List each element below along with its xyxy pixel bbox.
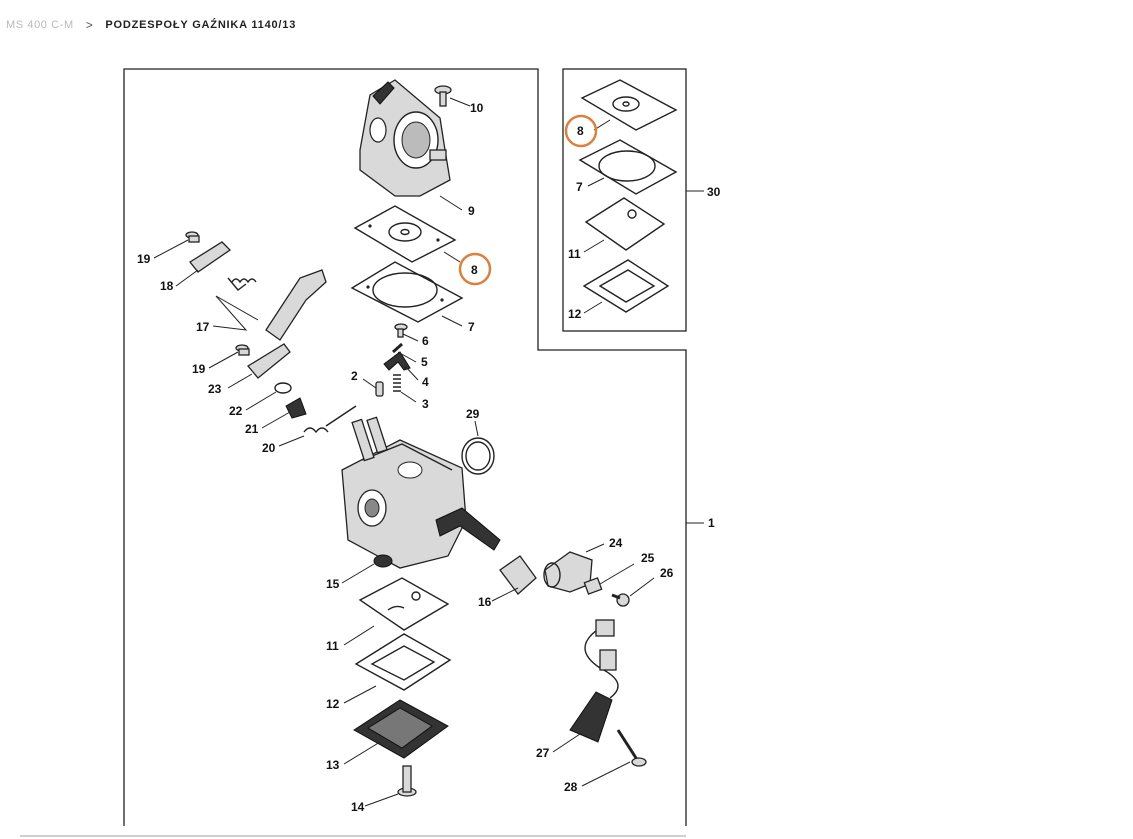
- callout-11[interactable]: 11: [326, 639, 339, 653]
- callout-30[interactable]: 30: [707, 185, 721, 199]
- part-28-screw: [616, 729, 647, 767]
- callout-15[interactable]: 15: [326, 577, 340, 591]
- breadcrumb: MS 400 C-M > PODZESPOŁY GAŹNIKA 1140/13: [6, 16, 296, 34]
- callout-23[interactable]: 23: [208, 382, 222, 396]
- part-11-gasket: [358, 577, 450, 631]
- highlight-part-8-main: [458, 252, 492, 286]
- part-20-spring: [303, 405, 357, 434]
- callout-kit-8[interactable]: 8: [577, 124, 584, 138]
- callout-kit-11[interactable]: 11: [568, 247, 581, 261]
- callout-5[interactable]: 5: [421, 355, 428, 369]
- kit-part-7-gasket: [578, 139, 678, 195]
- callout-8[interactable]: 8: [471, 263, 478, 277]
- part-5-needle: [392, 342, 403, 354]
- callout-1[interactable]: 1: [708, 516, 715, 530]
- kit-part-8-membrane: [580, 79, 678, 131]
- part-23-arm: [247, 343, 291, 379]
- breadcrumb-current: PODZESPOŁY GAŹNIKA 1140/13: [105, 19, 297, 31]
- part-6-screw: [394, 323, 408, 338]
- main-frame: [123, 68, 687, 826]
- callout-7[interactable]: 7: [468, 320, 475, 334]
- kit-frame: [562, 68, 687, 332]
- callout-28[interactable]: 28: [564, 780, 578, 794]
- part-17-lever: [227, 269, 327, 341]
- part-12-gasket: [354, 633, 452, 691]
- callout-3[interactable]: 3: [422, 397, 429, 411]
- part-22-washer: [274, 382, 292, 394]
- callout-26[interactable]: 26: [660, 566, 674, 580]
- part-14-screw: [397, 765, 417, 797]
- callout-4[interactable]: 4: [422, 375, 429, 389]
- part-19-screw-lower: [235, 344, 250, 356]
- leader-lines: [153, 97, 704, 807]
- callout-14[interactable]: 14: [351, 800, 365, 814]
- callout-19b[interactable]: 19: [192, 362, 206, 376]
- part-21-cam: [285, 397, 307, 419]
- callout-kit-7[interactable]: 7: [576, 180, 583, 194]
- callout-13[interactable]: 13: [326, 758, 340, 772]
- callout-25[interactable]: 25: [641, 551, 655, 565]
- part-25-clip: [583, 577, 603, 595]
- part-26-screw: [611, 593, 630, 607]
- callout-labels: 1 2 3 4 5 6 7 8 9 10 11 12 13 14 15 16 1…: [137, 101, 721, 814]
- part-29-ring: [461, 437, 495, 475]
- part-16-clip: [499, 555, 537, 595]
- part-15-filter: [373, 554, 393, 568]
- callout-19[interactable]: 19: [137, 252, 151, 266]
- callout-24[interactable]: 24: [609, 536, 623, 550]
- callout-kit-12[interactable]: 12: [568, 307, 582, 321]
- part-27-cable: [569, 619, 619, 743]
- part-19-screw-upper: [185, 231, 200, 243]
- callout-27[interactable]: 27: [536, 746, 550, 760]
- part-10-screw: [434, 85, 452, 107]
- callout-29[interactable]: 29: [466, 407, 480, 421]
- part-2-valve: [375, 381, 384, 397]
- part-7-gasket: [350, 261, 464, 323]
- part-8-membrane: [353, 205, 457, 263]
- breadcrumb-chevron-icon: >: [85, 18, 94, 32]
- part-18-bracket: [189, 241, 232, 273]
- callout-6[interactable]: 6: [422, 334, 429, 348]
- callout-18[interactable]: 18: [160, 279, 174, 293]
- callout-12[interactable]: 12: [326, 697, 340, 711]
- part-1-carburetor-body: [341, 416, 501, 569]
- part-4-lever: [383, 351, 411, 371]
- kit-part-11-gasket: [584, 197, 666, 251]
- callout-2[interactable]: 2: [351, 369, 358, 383]
- callout-22[interactable]: 22: [229, 404, 243, 418]
- callout-16[interactable]: 16: [478, 595, 492, 609]
- callout-17[interactable]: 17: [196, 320, 210, 334]
- part-3-spring: [393, 374, 401, 392]
- kit-part-12-gasket: [582, 259, 670, 313]
- callout-10[interactable]: 10: [470, 101, 484, 115]
- part-24-solenoid: [543, 551, 593, 593]
- highlight-part-8-kit: [564, 114, 598, 148]
- part-13-cover: [353, 699, 449, 759]
- breadcrumb-parent-link[interactable]: MS 400 C-M: [6, 19, 74, 31]
- callout-20[interactable]: 20: [262, 441, 276, 455]
- callout-21[interactable]: 21: [245, 422, 259, 436]
- callout-9[interactable]: 9: [468, 204, 475, 218]
- part-9-cover: [359, 79, 451, 197]
